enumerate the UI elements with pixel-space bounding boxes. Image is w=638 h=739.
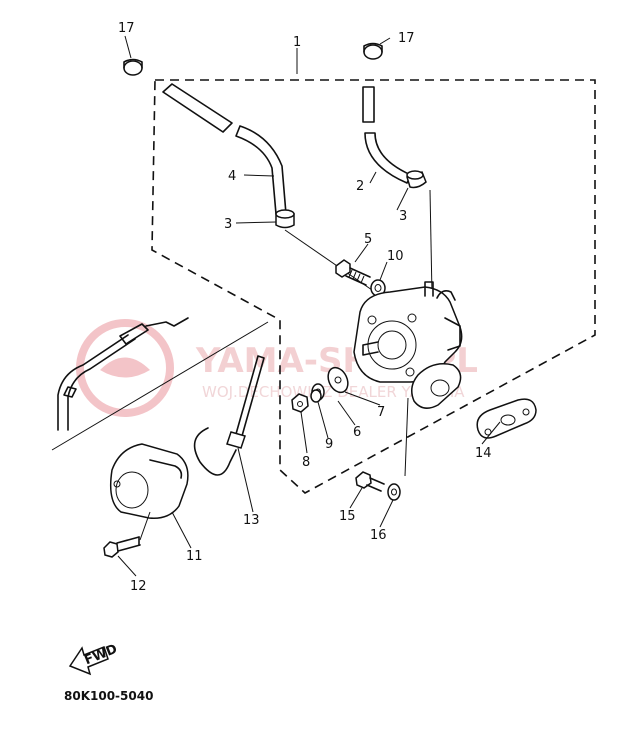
label-part-13: 13	[243, 513, 260, 528]
drawing-code: 80K100-5040	[64, 689, 153, 703]
oil-pump-body	[353, 281, 463, 409]
label-part-1: 1	[293, 35, 301, 50]
label-part-14: 14	[475, 446, 492, 461]
part-4-hose	[162, 83, 287, 215]
label-part-15: 15	[339, 509, 356, 524]
fwd-label: FWD	[82, 642, 119, 669]
hose-leader-right	[429, 189, 433, 296]
label-part-17-right: 17	[398, 31, 415, 46]
leader-lines	[117, 35, 501, 577]
fwd-arrow-icon: FWD	[68, 642, 120, 676]
label-part-12: 12	[130, 579, 147, 594]
pump-to-bolt-leader	[404, 397, 409, 477]
part-12-bolt	[103, 536, 141, 558]
part-8-nut	[291, 393, 309, 413]
part-3-clamp-right	[406, 170, 427, 189]
part-5-bolt	[335, 259, 371, 286]
part-3-clamp-left	[275, 209, 295, 229]
part-15-bolt	[355, 471, 385, 492]
part-11-cover	[109, 443, 189, 519]
watermark-subtitle: WOJ.DECHOWICZ DEALER YAMAHA	[202, 383, 465, 401]
label-part-11: 11	[186, 549, 203, 564]
part-2-hose	[362, 86, 412, 184]
label-part-3-right: 3	[399, 209, 407, 224]
label-part-16: 16	[370, 528, 387, 543]
label-part-8: 8	[302, 455, 310, 470]
bolt-12-leader-to-cover	[139, 511, 151, 541]
label-part-17-left: 17	[118, 21, 135, 36]
part-10-washer	[370, 279, 386, 297]
part-17-cap-left	[123, 58, 143, 76]
watermark-logo	[76, 319, 174, 417]
label-part-6: 6	[353, 425, 361, 440]
part-labels: 17 1 17 4 2 3 3 5 10 8 9 6 7 14 15 16 13…	[118, 21, 492, 594]
divider-line	[51, 321, 269, 451]
part-13-sensor	[193, 355, 265, 476]
part-16-washer	[387, 483, 401, 501]
throttle-cable	[57, 317, 189, 431]
label-part-5: 5	[364, 232, 372, 247]
part-9-spring-washer	[310, 389, 322, 403]
part-7-disk	[327, 366, 349, 394]
part-14-gasket	[476, 398, 537, 439]
part-17-cap-right	[363, 42, 383, 60]
label-part-7: 7	[377, 405, 385, 420]
label-part-2: 2	[356, 179, 364, 194]
label-part-10: 10	[387, 249, 404, 264]
assembly-boundary	[151, 79, 596, 494]
label-part-3-left: 3	[224, 217, 232, 232]
label-part-9: 9	[325, 437, 333, 452]
label-part-4: 4	[228, 169, 236, 184]
